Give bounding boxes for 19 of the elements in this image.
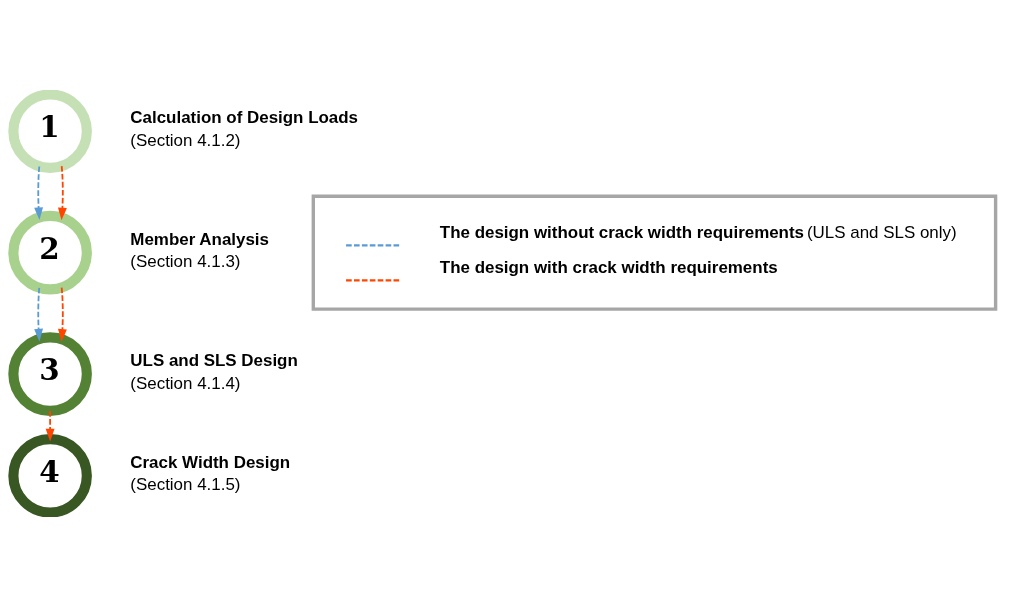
node-label: ULS and SLS Design <box>130 350 298 370</box>
node-circle: 3 <box>8 331 92 416</box>
node-label: Calculation of Design Loads <box>130 107 359 127</box>
node-label: (Section 4.1.2) <box>130 130 241 150</box>
arrow <box>58 286 67 342</box>
legend-label: The design without crack width requirements (ULS and SLS only) <box>439 222 957 242</box>
node-label: Member Analysis <box>130 229 270 249</box>
arrow <box>45 409 55 442</box>
node-label: Crack Width Design <box>130 452 291 472</box>
node-label: (Section 4.1.3) <box>130 251 241 271</box>
node-label: (Section 4.1.4) <box>130 373 241 393</box>
arrow <box>58 164 67 220</box>
arrow <box>34 165 44 220</box>
node-circle: 2 <box>8 210 92 294</box>
node-label: (Section 4.1.5) <box>130 474 241 494</box>
arrow <box>34 286 44 342</box>
node-circle: 4 <box>8 433 92 517</box>
node-circle: 1 <box>8 89 92 173</box>
legend-label: The design with crack width requirements <box>439 257 778 277</box>
